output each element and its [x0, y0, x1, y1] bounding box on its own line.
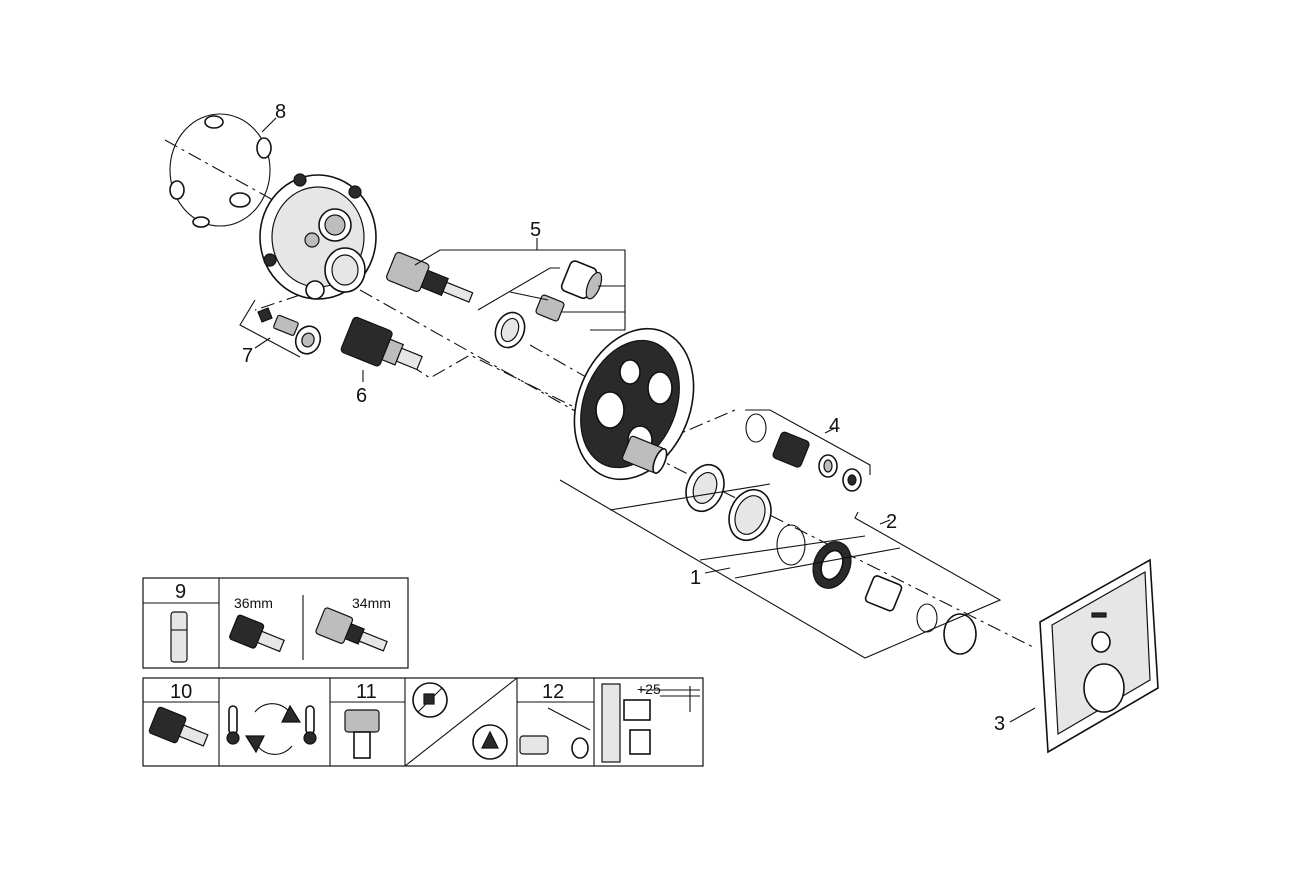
- cartridge-34mm-icon: [315, 607, 388, 652]
- legend-box-9: 9 36mm 34mm: [142, 577, 409, 669]
- legend-10-number: 10: [170, 681, 192, 703]
- legend-11-number: 11: [356, 681, 377, 703]
- callout-6: 6: [356, 385, 367, 407]
- cartridge-icon: [148, 706, 209, 747]
- part-3-cover-plate: [1009, 558, 1159, 754]
- part-8-sealing-ring: [169, 113, 277, 228]
- part-1-and-2-trim-components: [559, 463, 1002, 659]
- legend-12-number: 12: [542, 681, 564, 703]
- callout-1: 1: [690, 567, 701, 589]
- part-5-cartridge-set: [386, 238, 626, 349]
- part-4-seal-set: [745, 409, 871, 492]
- legend-12-dimension: +25: [637, 681, 661, 697]
- mounting-plate: [573, 327, 695, 481]
- adapter-icon: [344, 709, 380, 759]
- callout-8: 8: [275, 101, 286, 123]
- callout-labels: 8 5 7 6 4 2 1 3: [242, 101, 1005, 735]
- callout-2: 2: [886, 511, 897, 533]
- part-7-fittings: [239, 299, 322, 358]
- temperature-cycle-icon: [226, 703, 317, 755]
- tool-sleeve-icon: [170, 611, 188, 663]
- callout-5: 5: [530, 219, 541, 241]
- callout-4: 4: [829, 415, 840, 437]
- part-6-thermostatic-cartridge: [340, 316, 423, 382]
- callout-3: 3: [994, 713, 1005, 735]
- legend-9-number: 9: [175, 581, 186, 603]
- callout-7: 7: [242, 345, 253, 367]
- installation-depth-icon: +25: [601, 681, 700, 763]
- legend-9-size-a: 36mm: [234, 595, 273, 611]
- no-spray-icon: [412, 682, 448, 718]
- legend-strip: 10 11 12: [142, 677, 704, 767]
- cartridge-36mm-icon: [229, 614, 285, 653]
- legend-9-size-b: 34mm: [352, 595, 391, 611]
- valve-housing: [259, 173, 377, 300]
- tools-icon: [519, 707, 591, 759]
- no-abrasive-icon: [472, 724, 508, 760]
